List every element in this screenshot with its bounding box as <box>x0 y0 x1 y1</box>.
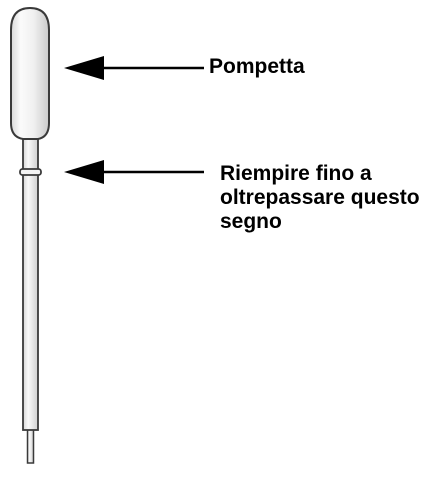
pipette-stem <box>22 137 39 431</box>
fill-mark-ring <box>19 168 42 176</box>
left-arrow-icon <box>64 160 204 184</box>
bulb-label: Pompetta <box>209 55 305 78</box>
left-arrow-icon <box>64 56 204 80</box>
fill-mark-label: Riempire fino a oltrepassare questo segn… <box>220 162 420 234</box>
pipette-bulb <box>10 6 50 140</box>
fill-mark-label-line2: oltrepassare questo <box>220 186 420 209</box>
transfer-pipette-icon <box>10 6 50 464</box>
pipette-tip <box>26 427 35 464</box>
fill-mark-label-line1: Riempire fino a <box>220 162 372 185</box>
fill-mark-label-line3: segno <box>220 210 282 233</box>
